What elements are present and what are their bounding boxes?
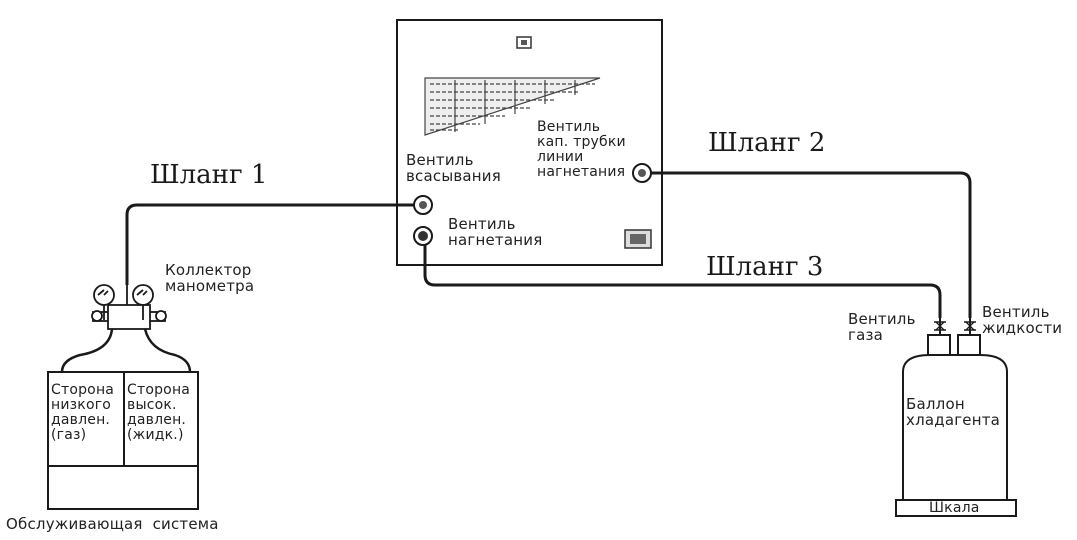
hose-3-line xyxy=(423,245,942,318)
refrigerant-cylinder xyxy=(895,318,1017,517)
unit-box xyxy=(396,19,663,266)
scale-platform xyxy=(895,499,1017,517)
manifold-label: Коллектор манометра xyxy=(165,261,255,295)
discharge-valve-label: Вентиль нагнетания xyxy=(448,215,543,249)
discharge-valve-icon xyxy=(413,226,433,246)
manifold-gauge xyxy=(91,284,167,330)
suction-valve-label: Вентиль всасывания xyxy=(406,151,501,185)
cylinder-label: Баллон хладагента xyxy=(906,395,1001,429)
liquid-valve-label: Вентиль жидкости xyxy=(982,303,1063,337)
capillary-valve-label: Вентиль кап. трубки линии нагнетания xyxy=(537,119,626,180)
capillary-valve-icon xyxy=(632,163,652,183)
hose-3-label: Шланг 3 xyxy=(706,252,824,282)
high-side-label: Сторона высок. давлен. (жидк.) xyxy=(127,382,191,443)
hose-2-line xyxy=(651,171,972,318)
low-side-label: Сторона низкого давлен. (газ) xyxy=(51,382,115,443)
scale-label: Шкала xyxy=(929,500,980,516)
unit-top-icon xyxy=(516,36,532,49)
hose-1-line xyxy=(125,203,414,285)
hose-2-label: Шланг 2 xyxy=(708,128,826,158)
service-system-caption: Обслуживающая система xyxy=(6,515,219,533)
coil-graphic xyxy=(424,77,601,136)
hose-1-label: Шланг 1 xyxy=(150,160,268,190)
gas-valve-label: Вентиль газа xyxy=(848,310,916,344)
suction-valve-icon xyxy=(413,195,433,215)
